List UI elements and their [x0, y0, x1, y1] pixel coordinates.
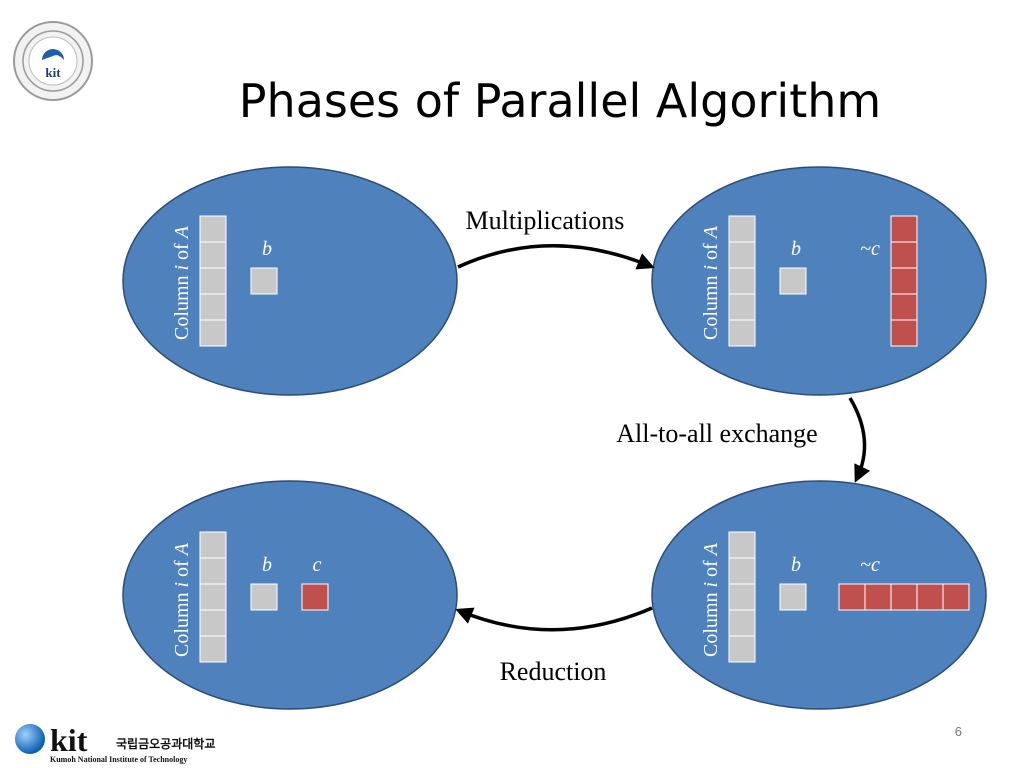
b-label-top-left: b	[262, 238, 272, 260]
c-label-bottom-left: c	[313, 554, 322, 576]
column-label-top-left: Column i of A	[171, 225, 193, 340]
reduction-label: Reduction	[500, 657, 607, 686]
column-label-bottom-left: Column i of A	[171, 542, 193, 657]
approx-c-label-top-right: ~c	[860, 238, 880, 260]
column-a-cells-top-left	[199, 215, 227, 347]
seal-text: kit	[45, 65, 61, 80]
footer-logo-english: Kumoh National Institute of Technology	[50, 755, 187, 764]
b-cell-top-left	[250, 267, 278, 295]
column-a-cells-bottom-left	[199, 531, 227, 663]
column-a-cells-top-right	[728, 215, 756, 347]
b-cell-top-right	[779, 267, 807, 295]
multiplications-arrow	[457, 244, 655, 270]
all-to-all-label: All-to-all exchange	[616, 419, 817, 448]
slide-title: Phases of Parallel Algorithm	[238, 74, 882, 128]
approx-c-cells-horizontal	[838, 583, 970, 611]
multiplications-label: Multiplications	[466, 206, 625, 235]
approx-c-label-bottom-right: ~c	[860, 554, 880, 576]
b-cell-bottom-left	[250, 583, 278, 611]
column-a-cells-bottom-right	[728, 531, 756, 663]
footer-logo-brand: kit	[50, 722, 88, 758]
b-label-top-right: b	[791, 238, 801, 260]
globe-icon	[15, 724, 45, 754]
footer-logo-korean: 국립금오공과대학교	[116, 736, 215, 751]
page-number: 6	[954, 724, 962, 739]
approx-c-cells-vertical	[890, 215, 918, 347]
c-cell-bottom-left	[301, 583, 329, 611]
column-label-top-right: Column i of A	[700, 225, 722, 340]
all-to-all-arrow	[848, 397, 871, 483]
footer-logo: kit 국립금오공과대학교 Kumoh National Institute o…	[15, 722, 215, 764]
b-label-bottom-left: b	[262, 554, 272, 576]
reduction-arrow	[455, 606, 653, 632]
university-seal-icon: kit	[13, 21, 93, 101]
b-cell-bottom-right	[779, 583, 807, 611]
column-label-bottom-right: Column i of A	[700, 542, 722, 657]
b-label-bottom-right: b	[791, 554, 801, 576]
